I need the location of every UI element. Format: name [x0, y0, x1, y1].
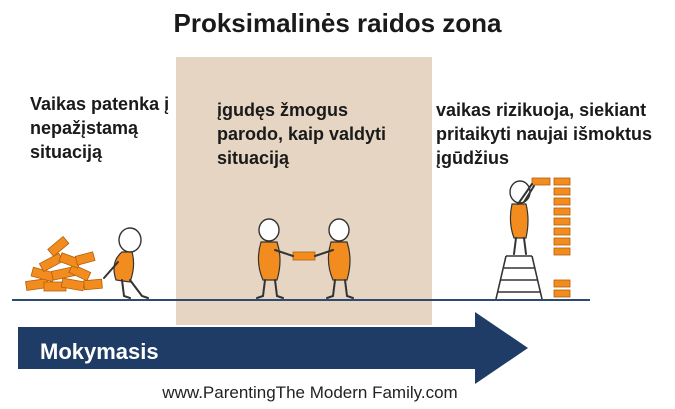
two-people-handing-brick-illustration	[256, 218, 354, 299]
child-on-ladder-stacking-bricks-illustration	[495, 177, 571, 300]
caption-child-takes-risk: vaikas rizikuoja, siekiant pritaikyti na…	[436, 100, 653, 168]
proximal-zone-band	[176, 57, 432, 325]
learning-arrow	[18, 312, 528, 384]
caption-skilled-person-demonstrates: įgudęs žmogus parodo, kaip valdyti situa…	[217, 100, 387, 168]
diagram-title: Proksimalinės raidos zona	[173, 8, 502, 38]
child-with-scattered-bricks-illustration	[25, 227, 149, 299]
caption-unfamiliar-situation: Vaikas patenka į nepažįstamą situaciją	[30, 94, 170, 162]
learning-arrow-label: Mokymasis	[40, 339, 159, 364]
source-website: www.ParentingThe Modern Family.com	[162, 383, 458, 402]
ground-line	[12, 299, 590, 301]
